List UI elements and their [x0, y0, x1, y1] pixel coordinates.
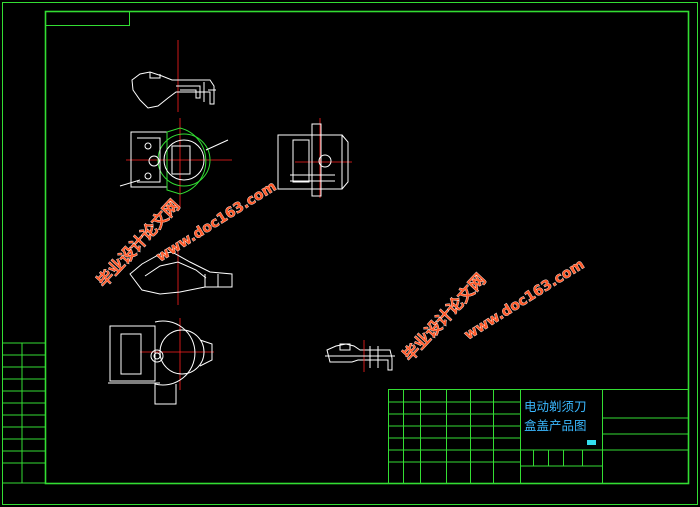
- part-view-bottom-plan: [108, 318, 214, 405]
- title-block: [388, 389, 689, 484]
- drawing-title-line2: 盒盖产品图: [524, 418, 587, 433]
- watermark-right-url: www.doc163.com: [462, 257, 588, 344]
- part-view-small-side: [325, 340, 395, 372]
- scale-marker-icon: [587, 440, 596, 445]
- watermark-left: 毕业设计论文网 www.doc163.com: [93, 178, 280, 291]
- watermark-right: 毕业设计论文网 www.doc163.com: [399, 256, 588, 365]
- part-view-section-right: [277, 118, 352, 198]
- top-left-tag-box: [45, 11, 130, 26]
- part-view-plan: [119, 118, 232, 208]
- part-view-oblique-profile: [129, 250, 233, 305]
- drawing-title-line1: 电动剃须刀: [524, 399, 587, 414]
- watermark-right-cn: 毕业设计论文网: [399, 270, 489, 365]
- inner-frame: [44, 10, 690, 485]
- left-binding-strip: [2, 342, 46, 484]
- part-view-side-profile-top: [131, 40, 216, 112]
